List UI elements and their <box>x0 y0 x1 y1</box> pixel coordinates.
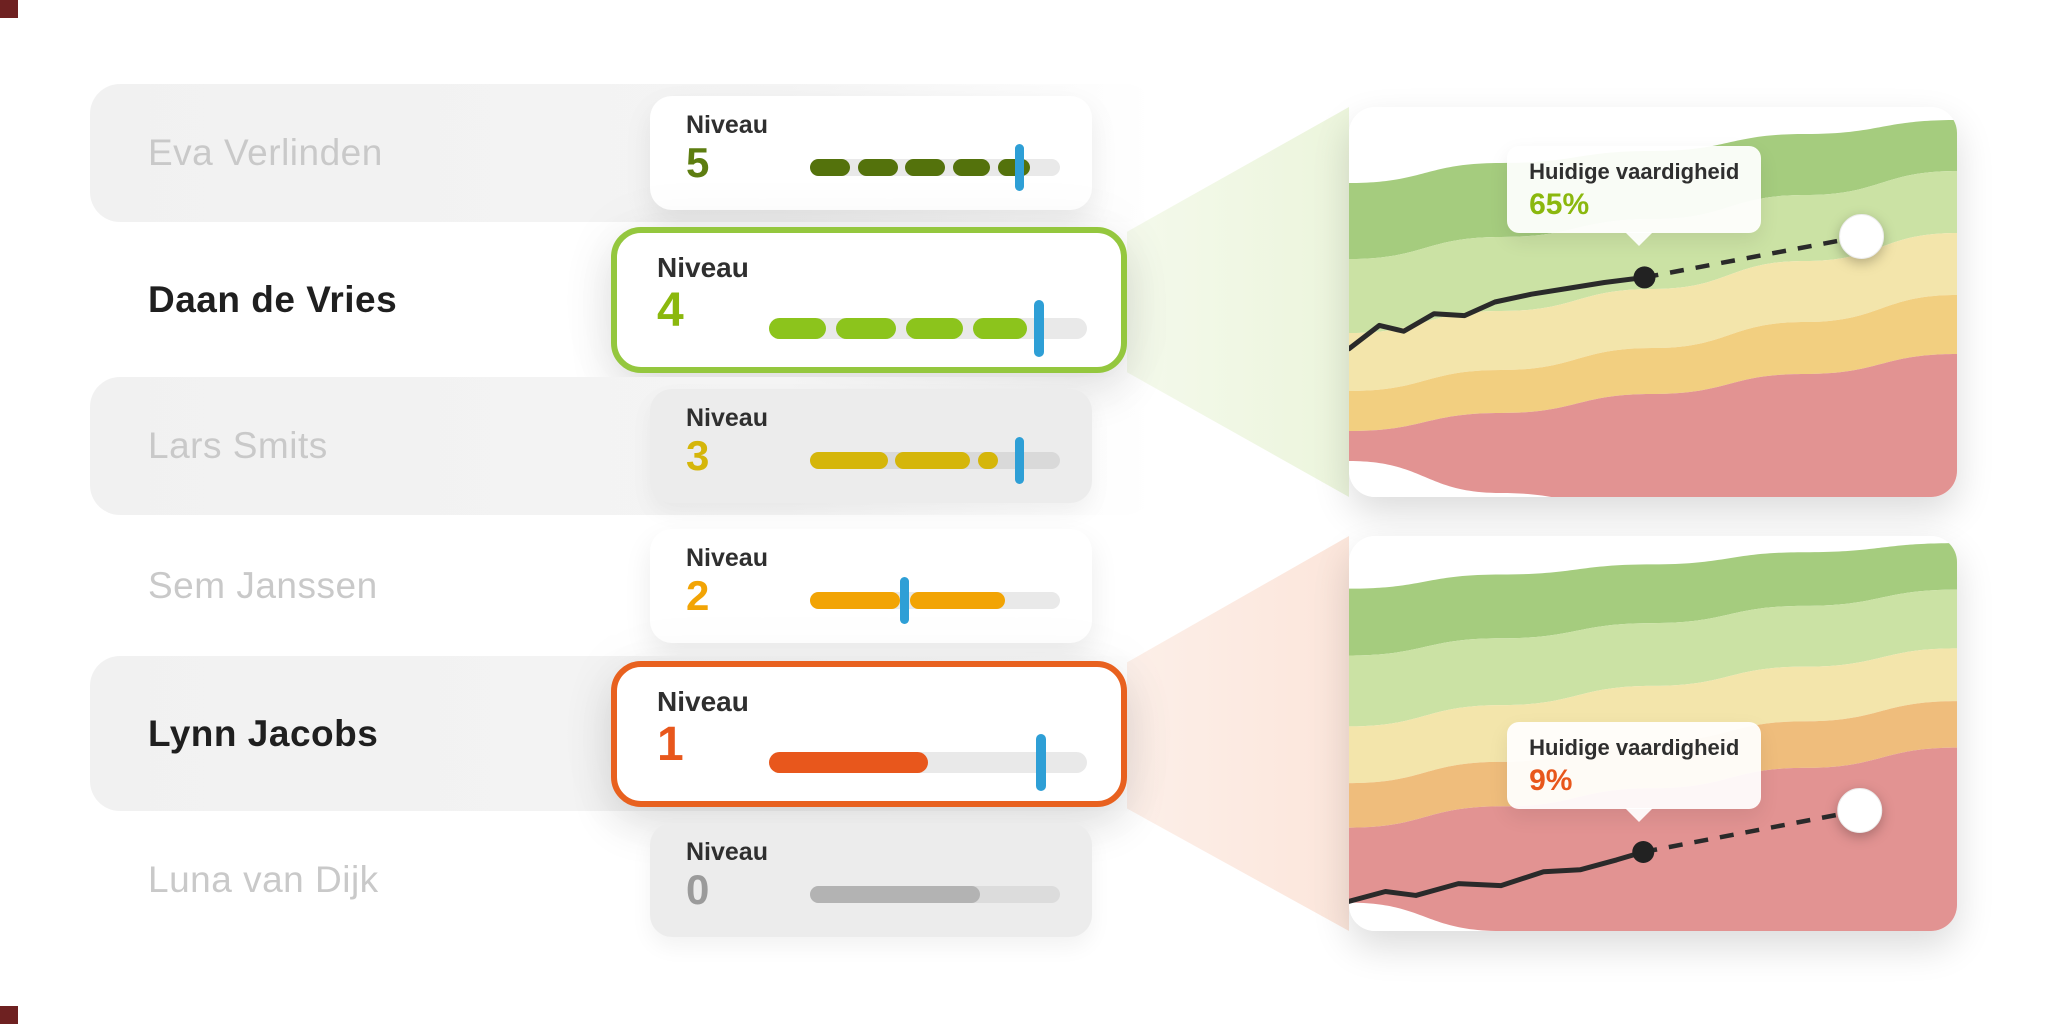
student-name: Lynn Jacobs <box>148 712 379 754</box>
skill-bar <box>810 144 1060 191</box>
skill-bar-segment <box>905 317 963 339</box>
skill-bar-segment <box>910 591 1005 609</box>
tooltip-label: Huidige vaardigheid <box>1529 734 1740 760</box>
skill-bar <box>769 733 1087 791</box>
skill-bar-segment <box>769 751 928 773</box>
skill-bar-segment <box>810 452 888 469</box>
niveau-label: Niveau <box>686 838 768 866</box>
student-name: Sem Janssen <box>148 564 378 606</box>
niveau-value: 3 <box>686 432 710 479</box>
corner-mark-bottom-left <box>0 1006 18 1024</box>
student-name: Luna van Dijk <box>148 859 379 900</box>
skill-bar-segment <box>895 452 970 469</box>
skill-chart-bottom: Huidige vaardigheid 9% <box>1349 536 1957 931</box>
target-tick <box>1015 144 1024 191</box>
skill-bar <box>810 886 1060 903</box>
beam-to-top-chart <box>1127 107 1349 497</box>
skill-bar <box>810 437 1060 484</box>
skill-bar-segment <box>905 159 945 176</box>
niveau-value: 4 <box>657 283 684 337</box>
beam-to-bottom-chart <box>1127 536 1349 931</box>
corner-mark-top-left <box>0 0 18 18</box>
skill-chart-top: Huidige vaardigheid 65% <box>1349 107 1957 497</box>
niveau-label: Niveau <box>657 685 749 717</box>
tooltip-label: Huidige vaardigheid <box>1529 159 1740 184</box>
skill-bar-segment <box>810 591 900 609</box>
target-tick <box>900 576 909 624</box>
niveau-value: 5 <box>686 139 710 186</box>
student-name: Daan de Vries <box>148 278 398 320</box>
skill-bar-segment <box>972 317 1027 339</box>
niveau-label: Niveau <box>686 543 768 572</box>
skill-bar-segment <box>952 159 990 176</box>
skill-bar-segment <box>977 452 998 469</box>
tooltip-value: 9% <box>1529 763 1573 797</box>
skill-bar <box>769 299 1087 357</box>
skill-tooltip: Huidige vaardigheid 65% <box>1507 146 1762 233</box>
niveau-value: 0 <box>686 866 710 913</box>
skill-bar-segment <box>810 886 980 903</box>
target-tick <box>1034 299 1045 357</box>
skill-bar-segment <box>857 159 898 176</box>
student-name: Eva Verlinden <box>148 132 383 173</box>
skill-bar-segment <box>835 317 897 339</box>
niveau-label: Niveau <box>657 251 749 283</box>
skill-bar <box>810 576 1060 624</box>
tooltip-value: 65% <box>1529 188 1590 221</box>
skill-tooltip: Huidige vaardigheid 9% <box>1507 721 1762 809</box>
target-tick <box>1035 733 1046 791</box>
skill-bar-segment <box>769 317 827 339</box>
student-name: Lars Smits <box>148 425 328 466</box>
niveau-value: 1 <box>657 717 684 771</box>
skill-bar-segment <box>997 159 1030 176</box>
niveau-label: Niveau <box>686 404 768 432</box>
niveau-value: 2 <box>686 571 710 619</box>
skill-bar-segment <box>810 159 850 176</box>
target-tick <box>1015 437 1024 484</box>
niveau-label: Niveau <box>686 111 768 139</box>
